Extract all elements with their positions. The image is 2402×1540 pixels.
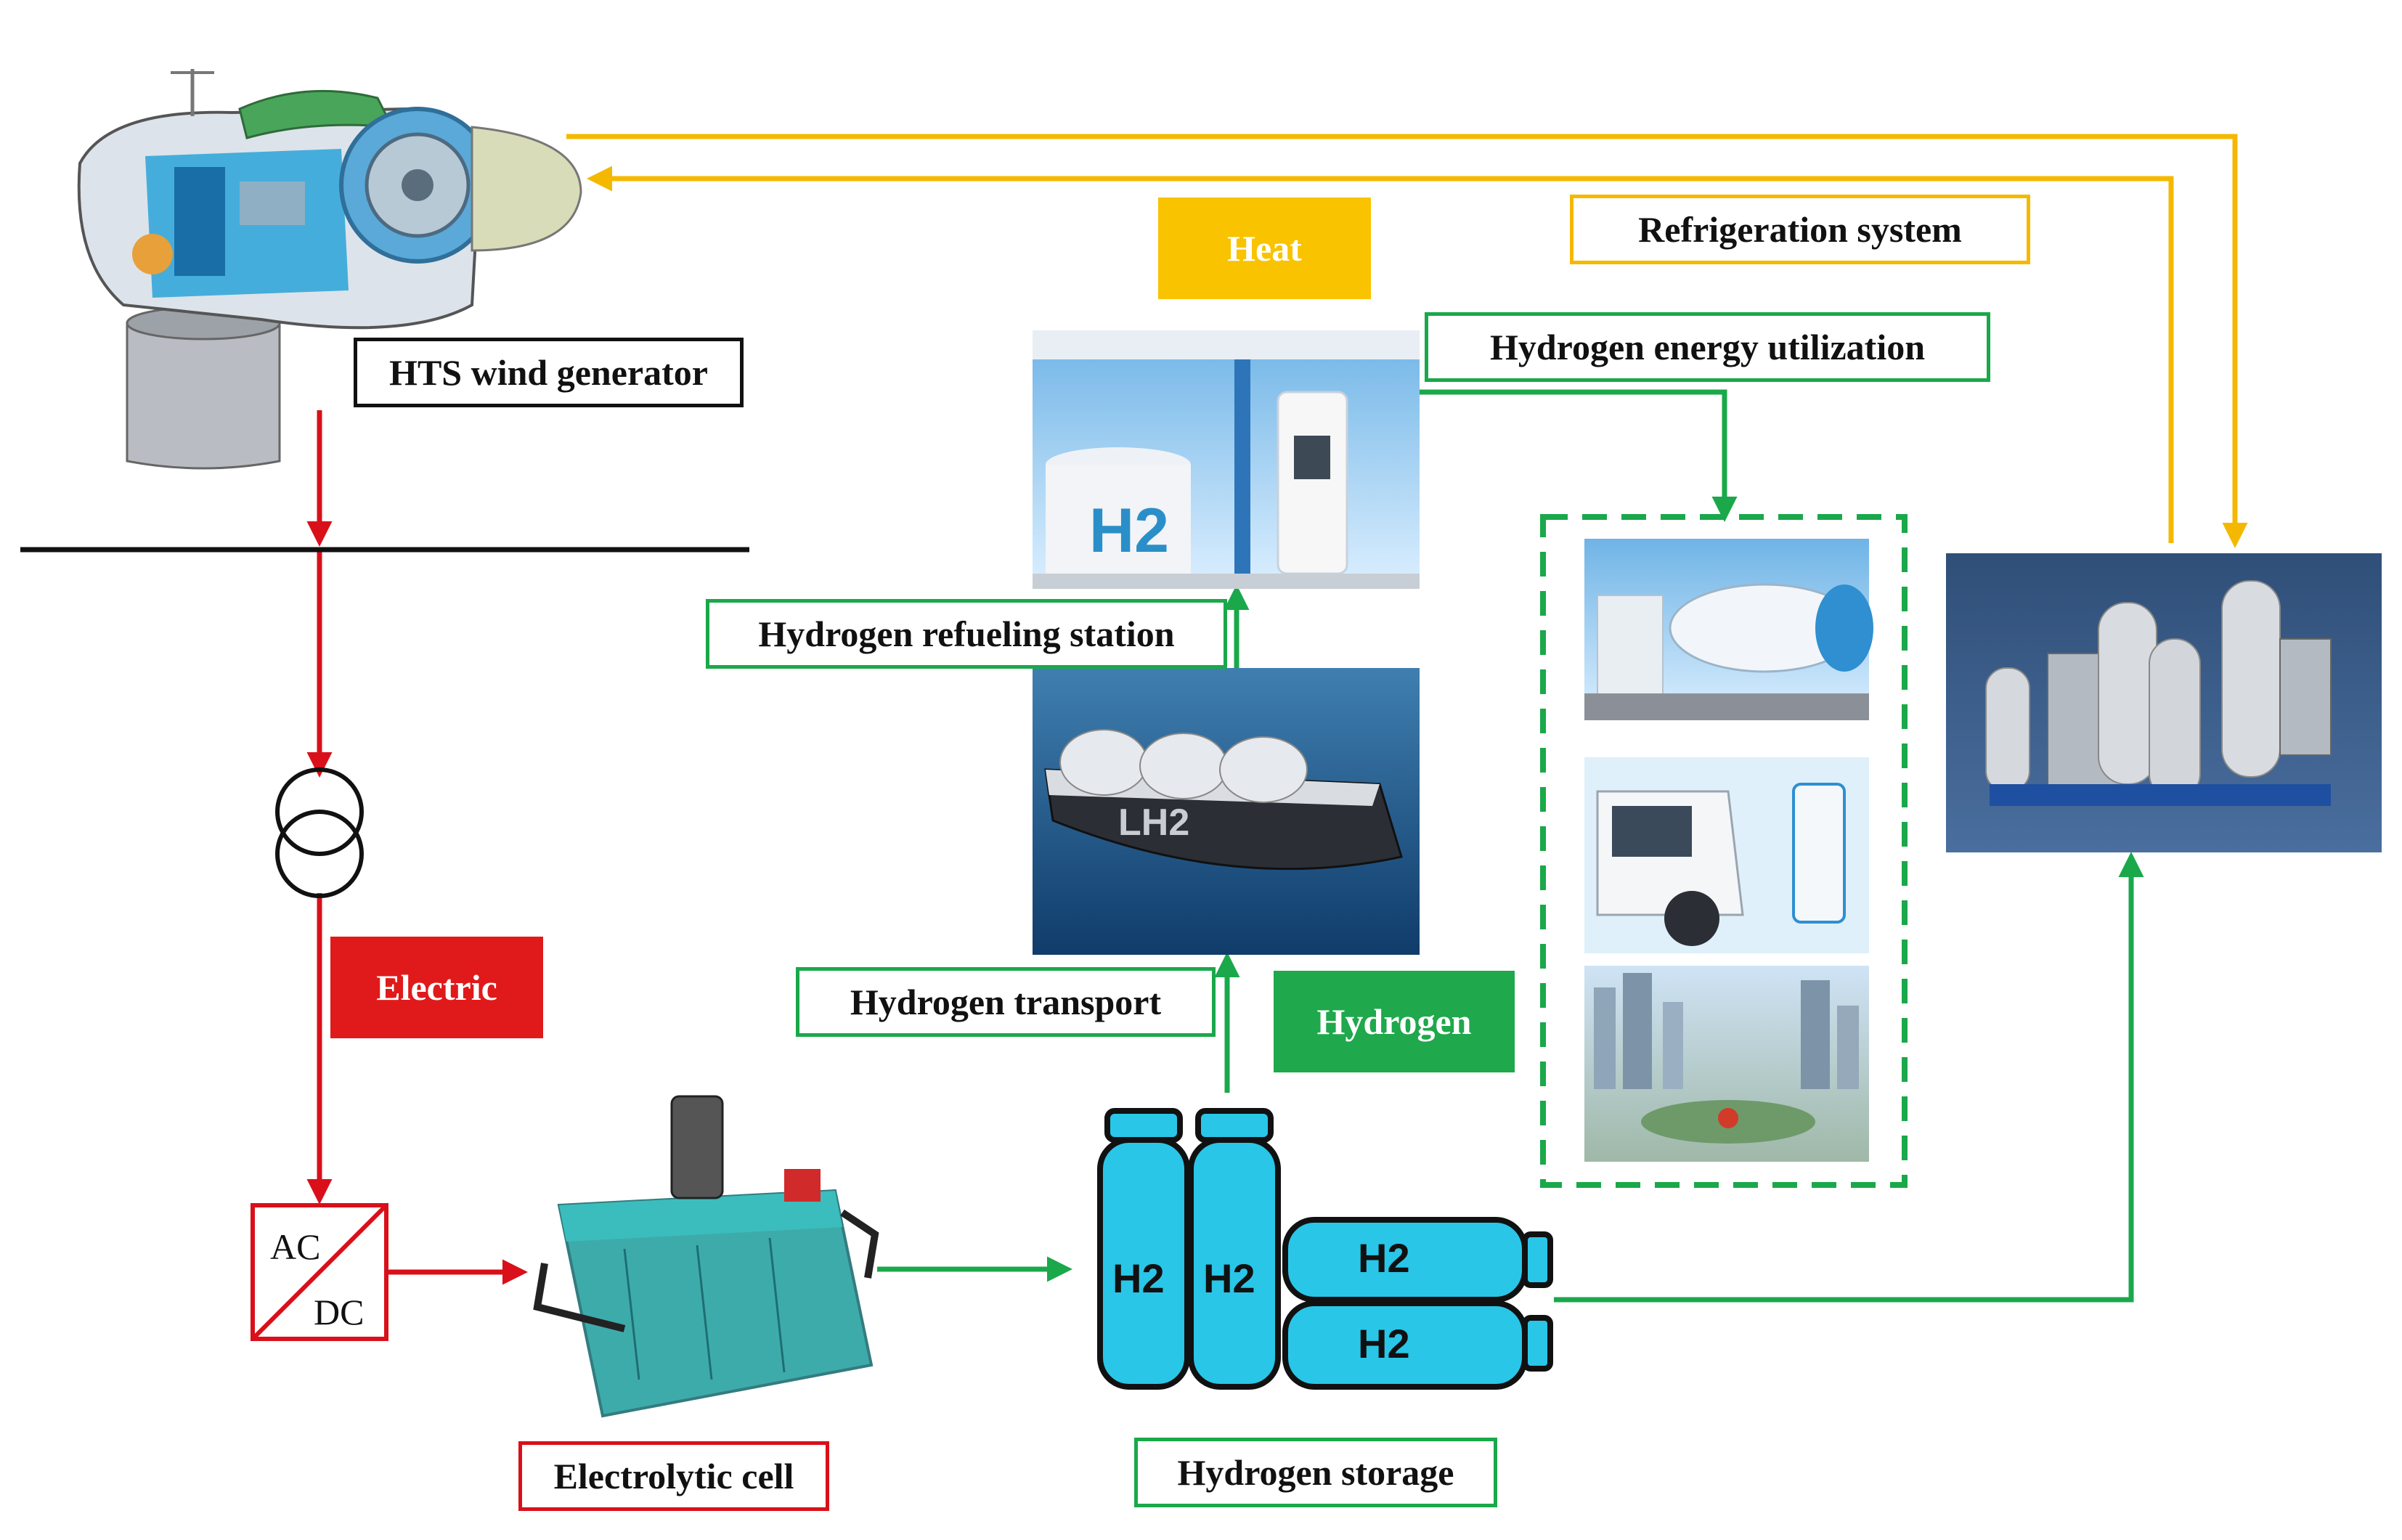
hydrogen-truck-picture <box>1584 757 1869 953</box>
refrigeration-plant-picture <box>1946 553 2382 852</box>
tank-h2-text: H2 <box>1089 496 1169 566</box>
storage-tank-site-picture <box>1584 539 1873 720</box>
hydrogen-tag: Hydrogen <box>1274 971 1515 1072</box>
refrigeration-system-label: Refrigeration system <box>1570 195 2030 264</box>
utilization-group-box <box>1540 514 1908 1188</box>
hydrogen-transport-label: Hydrogen transport <box>796 967 1216 1037</box>
transformer-icon <box>275 767 364 898</box>
hydrogen-ship-picture: LH2 <box>1033 668 1420 955</box>
hydrogen-cylinders-icon <box>1097 1108 1553 1390</box>
hts-wind-generator-illustration <box>77 69 582 470</box>
cylinder-h2-label-1: H2 <box>1112 1255 1165 1301</box>
cylinder-h2-label-4: H2 <box>1358 1321 1410 1366</box>
cylinder-labels: H2 H2 H2 H2 <box>1112 1235 1410 1366</box>
hts-wind-generator-label: HTS wind generator <box>354 338 744 407</box>
heat-tag: Heat <box>1158 197 1371 299</box>
ac-dc-converter <box>251 1203 388 1341</box>
cylinder-h2-label-2: H2 <box>1203 1255 1255 1301</box>
electrolytic-cell-label: Electrolytic cell <box>518 1441 829 1511</box>
electrolytic-cell-illustration <box>533 1095 879 1418</box>
ship-lh2-text: LH2 <box>1118 802 1189 844</box>
refueling-station-picture: H2 <box>1033 330 1420 589</box>
cylinder-h2-label-3: H2 <box>1358 1235 1410 1281</box>
hydrogen-storage-label: Hydrogen storage <box>1134 1438 1497 1507</box>
hydrogen-energy-utilization-label: Hydrogen energy utilization <box>1425 312 1990 382</box>
electric-tag: Electric <box>330 937 543 1038</box>
electric-flow-arrows <box>306 410 528 1285</box>
city-skyline-picture <box>1584 966 1869 1162</box>
converter-ac-label: AC <box>270 1226 321 1267</box>
hydrogen-refueling-station-label: Hydrogen refueling station <box>706 599 1227 669</box>
heat-loop-arrows <box>566 134 2248 548</box>
converter-dc-label: DC <box>314 1292 365 1332</box>
hydrogen-flow-arrows <box>877 389 2144 1303</box>
